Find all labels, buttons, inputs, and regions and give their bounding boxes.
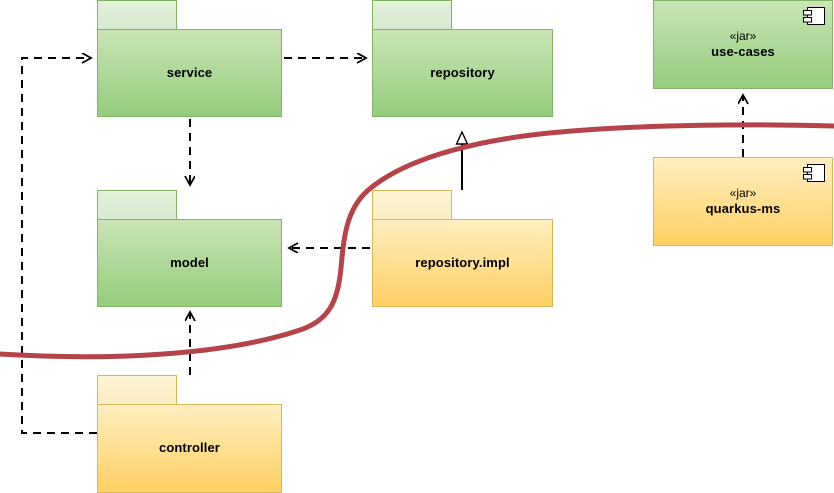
component-use-cases[interactable]: «jar» use-cases [653,0,833,89]
package-body: repository [372,29,553,117]
package-body: repository.impl [372,219,553,307]
package-label-repository-impl: repository.impl [415,254,510,270]
package-tab [97,375,177,404]
stereotype-label-use-cases: «jar» [729,29,757,44]
package-model[interactable]: model [97,190,282,307]
package-repository[interactable]: repository [372,0,553,117]
package-controller[interactable]: controller [97,375,282,493]
package-label-repository: repository [430,64,495,80]
package-label-model: model [170,254,209,270]
package-repository-impl[interactable]: repository.impl [372,190,553,307]
package-tab [372,190,452,219]
package-label-controller: controller [159,440,220,456]
package-body: service [97,29,282,117]
package-label-service: service [166,64,213,80]
module-boundary-curve [0,122,834,360]
component-quarkus-ms[interactable]: «jar» quarkus-ms [653,157,833,246]
package-service[interactable]: service [97,0,282,117]
component-icon [803,164,825,187]
edge-controller-to-service [21,58,97,434]
package-body: model [97,219,282,307]
component-body: «jar» use-cases [653,0,833,89]
component-icon [803,7,825,30]
package-tab [97,190,177,219]
package-tab [97,0,177,29]
component-label-quarkus-ms: quarkus-ms [705,200,781,216]
component-label-use-cases: use-cases [711,43,775,59]
package-tab [372,0,452,29]
component-body: «jar» quarkus-ms [653,157,833,246]
stereotype-label-quarkus-ms: «jar» [729,186,757,201]
package-body: controller [97,404,282,493]
